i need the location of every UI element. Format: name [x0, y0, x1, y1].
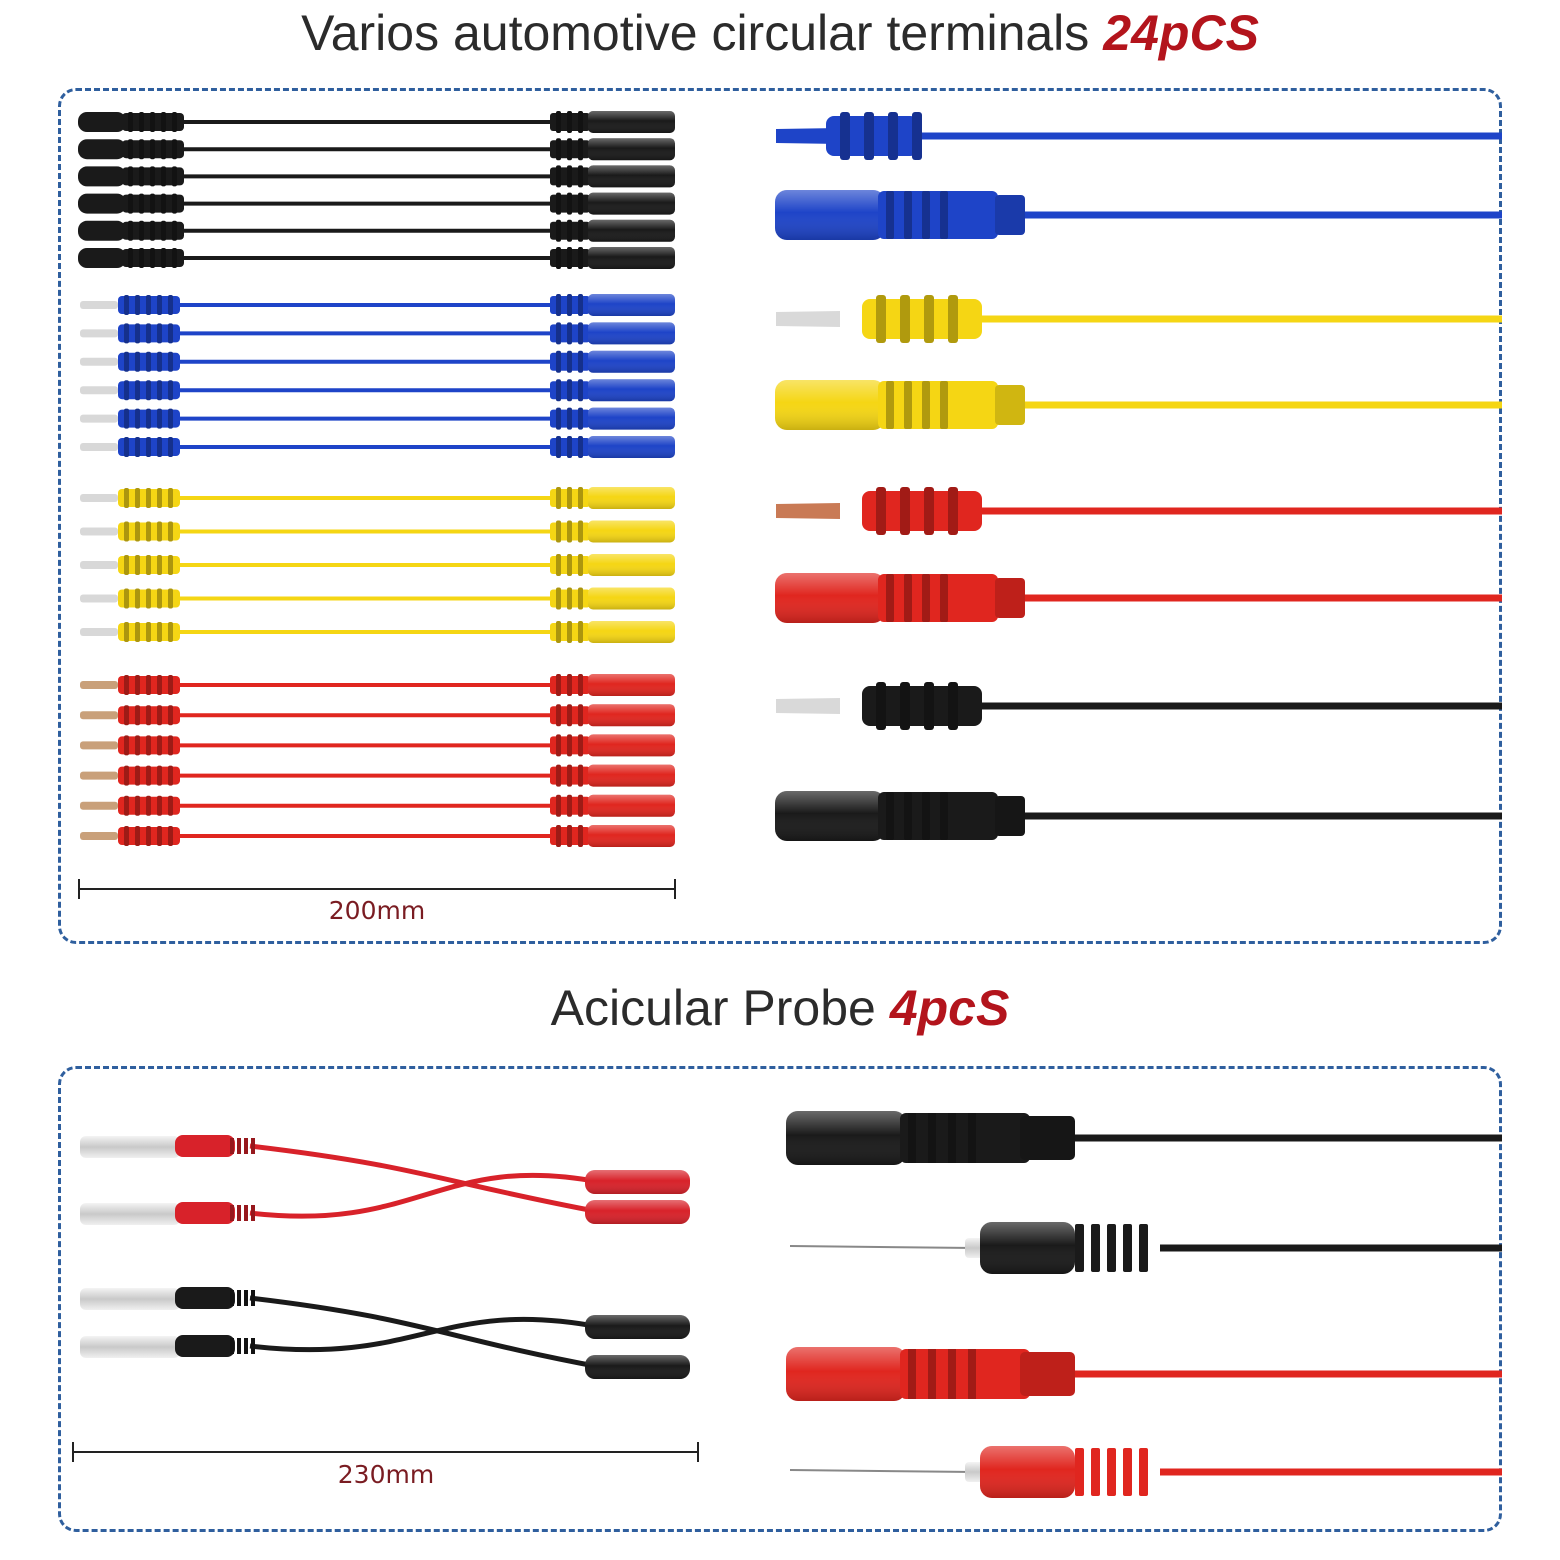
blue-terminal-closeup	[776, 112, 1502, 160]
black-probe-socket-closeup	[786, 1111, 1502, 1165]
black-small-lead	[78, 165, 675, 188]
red-small-lead	[80, 674, 675, 696]
black-small-lead	[78, 247, 675, 269]
red-small-lead	[80, 704, 675, 727]
blue-small-lead	[80, 379, 675, 402]
length-label-200: 200mm	[328, 896, 426, 925]
red-socket-closeup	[775, 573, 1502, 623]
red-small-lead	[80, 825, 675, 847]
yellow-terminal-closeup	[776, 295, 1502, 343]
red-probe-lead-1	[80, 1135, 690, 1224]
black-probe-lead-1	[80, 1287, 690, 1379]
terminals-panel	[58, 88, 1502, 944]
black-socket-closeup	[775, 791, 1502, 841]
blue-small-lead	[80, 322, 675, 345]
blue-small-lead	[80, 407, 675, 430]
black-small-lead	[78, 192, 675, 215]
section-title-text: Varios automotive circular terminals	[301, 5, 1090, 61]
black-small-lead	[78, 219, 675, 242]
length-label-230: 230mm	[337, 1460, 435, 1489]
quantity-label: 4pcS	[889, 980, 1010, 1036]
black-small-lead	[78, 111, 675, 133]
probes-panel	[58, 1066, 1502, 1532]
black-probe-lead-2	[80, 1315, 690, 1358]
red-probe-socket-closeup	[786, 1347, 1502, 1401]
blue-socket-closeup	[775, 190, 1502, 240]
yellow-socket-closeup	[775, 380, 1502, 430]
yellow-small-lead	[80, 554, 675, 576]
black-terminal-closeup	[776, 682, 1502, 730]
yellow-small-lead	[80, 621, 675, 643]
black-needle-probe-closeup	[789, 1222, 1502, 1274]
red-small-lead	[80, 794, 675, 817]
blue-small-lead	[80, 436, 675, 458]
blue-small-lead	[80, 350, 675, 373]
red-small-lead	[80, 764, 675, 787]
red-terminal-closeup	[776, 487, 1502, 535]
red-needle-probe-closeup	[789, 1446, 1502, 1498]
yellow-small-lead	[80, 487, 675, 509]
blue-small-lead	[80, 294, 675, 316]
section-title-text: Acicular Probe	[550, 980, 876, 1036]
quantity-label: 24pCS	[1103, 5, 1259, 61]
yellow-small-lead	[80, 587, 675, 610]
red-small-lead	[80, 734, 675, 757]
yellow-small-lead	[80, 520, 675, 543]
red-probe-lead-2	[80, 1170, 690, 1225]
black-small-lead	[78, 138, 675, 161]
